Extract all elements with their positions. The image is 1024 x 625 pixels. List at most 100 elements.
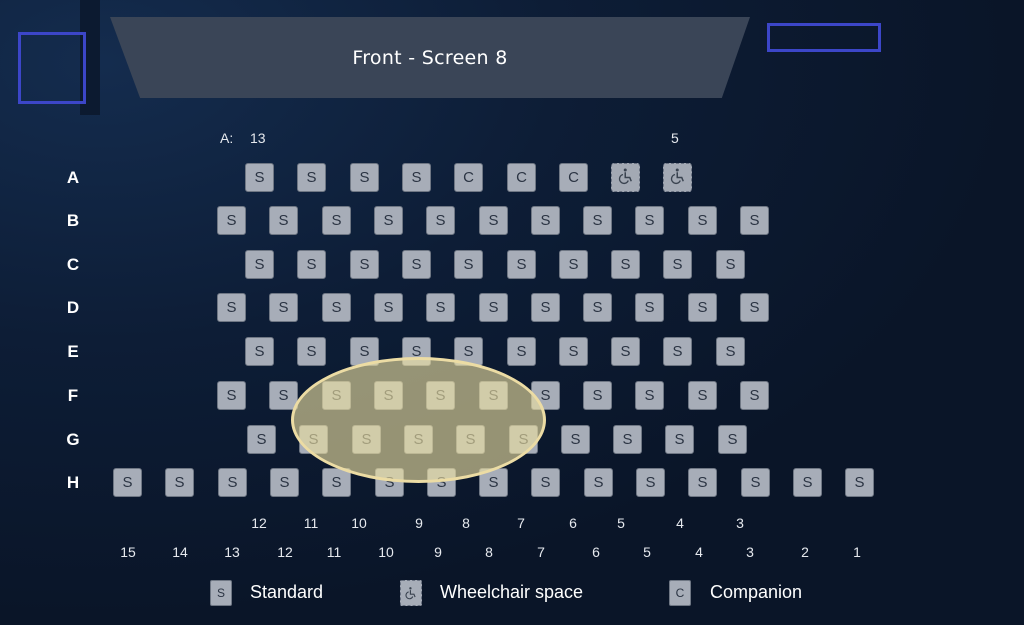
seat-number-g: 10 — [351, 515, 367, 531]
seat-standard-d-6[interactable]: S — [479, 293, 508, 322]
seat-standard-d-9[interactable]: S — [635, 293, 664, 322]
seat-number-g: 12 — [251, 515, 267, 531]
seat-standard-g-1[interactable]: S — [247, 425, 276, 454]
seat-standard-c-4[interactable]: S — [402, 250, 431, 279]
seat-standard-h-1[interactable]: S — [113, 468, 142, 497]
row-annotation-label: A: — [220, 130, 234, 146]
seat-standard-d-5[interactable]: S — [426, 293, 455, 322]
row-label-c: C — [66, 255, 80, 274]
seat-standard-e-1[interactable]: S — [245, 337, 274, 366]
seat-standard-h-4[interactable]: S — [270, 468, 299, 497]
seat-standard-f-8[interactable]: S — [583, 381, 612, 410]
row-annotation-left-number: 13 — [250, 130, 266, 146]
row-annotation-right-number: 5 — [671, 130, 679, 146]
seat-standard-c-1[interactable]: S — [245, 250, 274, 279]
seat-standard-h-9[interactable]: S — [531, 468, 560, 497]
seat-standard-e-8[interactable]: S — [611, 337, 640, 366]
seat-standard-e-9[interactable]: S — [663, 337, 692, 366]
screen-label: Front - Screen 8 — [352, 46, 508, 69]
seat-standard-h-5[interactable]: S — [322, 468, 351, 497]
seat-standard-c-9[interactable]: S — [663, 250, 692, 279]
seat-standard-f-11[interactable]: S — [740, 381, 769, 410]
seat-standard-c-5[interactable]: S — [454, 250, 483, 279]
seat-standard-h-11[interactable]: S — [636, 468, 665, 497]
seat-wheelchair-a-9[interactable] — [663, 163, 692, 192]
seat-standard-h-2[interactable]: S — [165, 468, 194, 497]
seat-companion-a-5[interactable]: C — [454, 163, 483, 192]
seat-standard-c-3[interactable]: S — [350, 250, 379, 279]
seat-standard-c-7[interactable]: S — [559, 250, 588, 279]
wheelchair-icon — [617, 167, 635, 189]
legend-companion-seat-icon: C — [669, 580, 691, 606]
seat-standard-b-6[interactable]: S — [479, 206, 508, 235]
seat-standard-c-10[interactable]: S — [716, 250, 745, 279]
seat-number-h: 14 — [172, 544, 188, 560]
seat-standard-h-14[interactable]: S — [793, 468, 822, 497]
seat-number-g: 9 — [415, 515, 423, 531]
seat-standard-b-11[interactable]: S — [740, 206, 769, 235]
seat-standard-e-10[interactable]: S — [716, 337, 745, 366]
seat-wheelchair-a-8[interactable] — [611, 163, 640, 192]
seat-standard-b-2[interactable]: S — [269, 206, 298, 235]
seat-number-h: 3 — [746, 544, 754, 560]
seat-standard-b-8[interactable]: S — [583, 206, 612, 235]
seat-standard-d-4[interactable]: S — [374, 293, 403, 322]
seat-standard-e-2[interactable]: S — [297, 337, 326, 366]
seat-standard-d-11[interactable]: S — [740, 293, 769, 322]
seat-standard-b-5[interactable]: S — [426, 206, 455, 235]
seat-standard-g-10[interactable]: S — [718, 425, 747, 454]
seat-standard-d-7[interactable]: S — [531, 293, 560, 322]
seat-standard-c-2[interactable]: S — [297, 250, 326, 279]
seat-standard-g-7[interactable]: S — [561, 425, 590, 454]
seat-standard-b-10[interactable]: S — [688, 206, 717, 235]
seat-standard-d-10[interactable]: S — [688, 293, 717, 322]
seat-standard-b-3[interactable]: S — [322, 206, 351, 235]
seat-standard-b-7[interactable]: S — [531, 206, 560, 235]
row-label-f: F — [67, 386, 79, 405]
seat-standard-a-3[interactable]: S — [350, 163, 379, 192]
seat-standard-d-8[interactable]: S — [583, 293, 612, 322]
seat-standard-a-4[interactable]: S — [402, 163, 431, 192]
seat-number-h: 13 — [224, 544, 240, 560]
row-label-e: E — [67, 342, 79, 361]
seat-standard-g-8[interactable]: S — [613, 425, 642, 454]
seat-standard-b-9[interactable]: S — [635, 206, 664, 235]
seat-standard-e-7[interactable]: S — [559, 337, 588, 366]
seat-companion-a-7[interactable]: C — [559, 163, 588, 192]
seat-standard-h-10[interactable]: S — [584, 468, 613, 497]
seat-standard-f-1[interactable]: S — [217, 381, 246, 410]
seat-number-h: 15 — [120, 544, 136, 560]
row-label-h: H — [66, 473, 80, 492]
seat-standard-h-12[interactable]: S — [688, 468, 717, 497]
seat-standard-b-4[interactable]: S — [374, 206, 403, 235]
seat-number-g: 8 — [462, 515, 470, 531]
seat-standard-f-9[interactable]: S — [635, 381, 664, 410]
seat-standard-b-1[interactable]: S — [217, 206, 246, 235]
row-label-g: G — [66, 430, 80, 449]
seat-companion-a-6[interactable]: C — [507, 163, 536, 192]
seat-number-h: 12 — [277, 544, 293, 560]
seat-number-h: 8 — [485, 544, 493, 560]
seat-standard-a-2[interactable]: S — [297, 163, 326, 192]
selection-frame-right — [767, 23, 881, 52]
cinema-screen: Front - Screen 8 — [110, 17, 750, 98]
seat-standard-c-6[interactable]: S — [507, 250, 536, 279]
seat-standard-h-3[interactable]: S — [218, 468, 247, 497]
seat-standard-e-6[interactable]: S — [507, 337, 536, 366]
legend-standard-label: Standard — [250, 582, 324, 602]
legend-companion-label: Companion — [710, 582, 803, 602]
wheelchair-icon — [669, 167, 687, 189]
seat-standard-h-13[interactable]: S — [741, 468, 770, 497]
seat-number-g: 4 — [676, 515, 684, 531]
seat-standard-a-1[interactable]: S — [245, 163, 274, 192]
seat-standard-h-15[interactable]: S — [845, 468, 874, 497]
seat-standard-c-8[interactable]: S — [611, 250, 640, 279]
seat-standard-d-3[interactable]: S — [322, 293, 351, 322]
seat-number-h: 2 — [801, 544, 809, 560]
seat-standard-d-1[interactable]: S — [217, 293, 246, 322]
seat-number-h: 11 — [326, 544, 342, 560]
legend-standard-seat-icon: S — [210, 580, 232, 606]
seat-standard-d-2[interactable]: S — [269, 293, 298, 322]
seat-standard-f-10[interactable]: S — [688, 381, 717, 410]
seat-standard-g-9[interactable]: S — [665, 425, 694, 454]
